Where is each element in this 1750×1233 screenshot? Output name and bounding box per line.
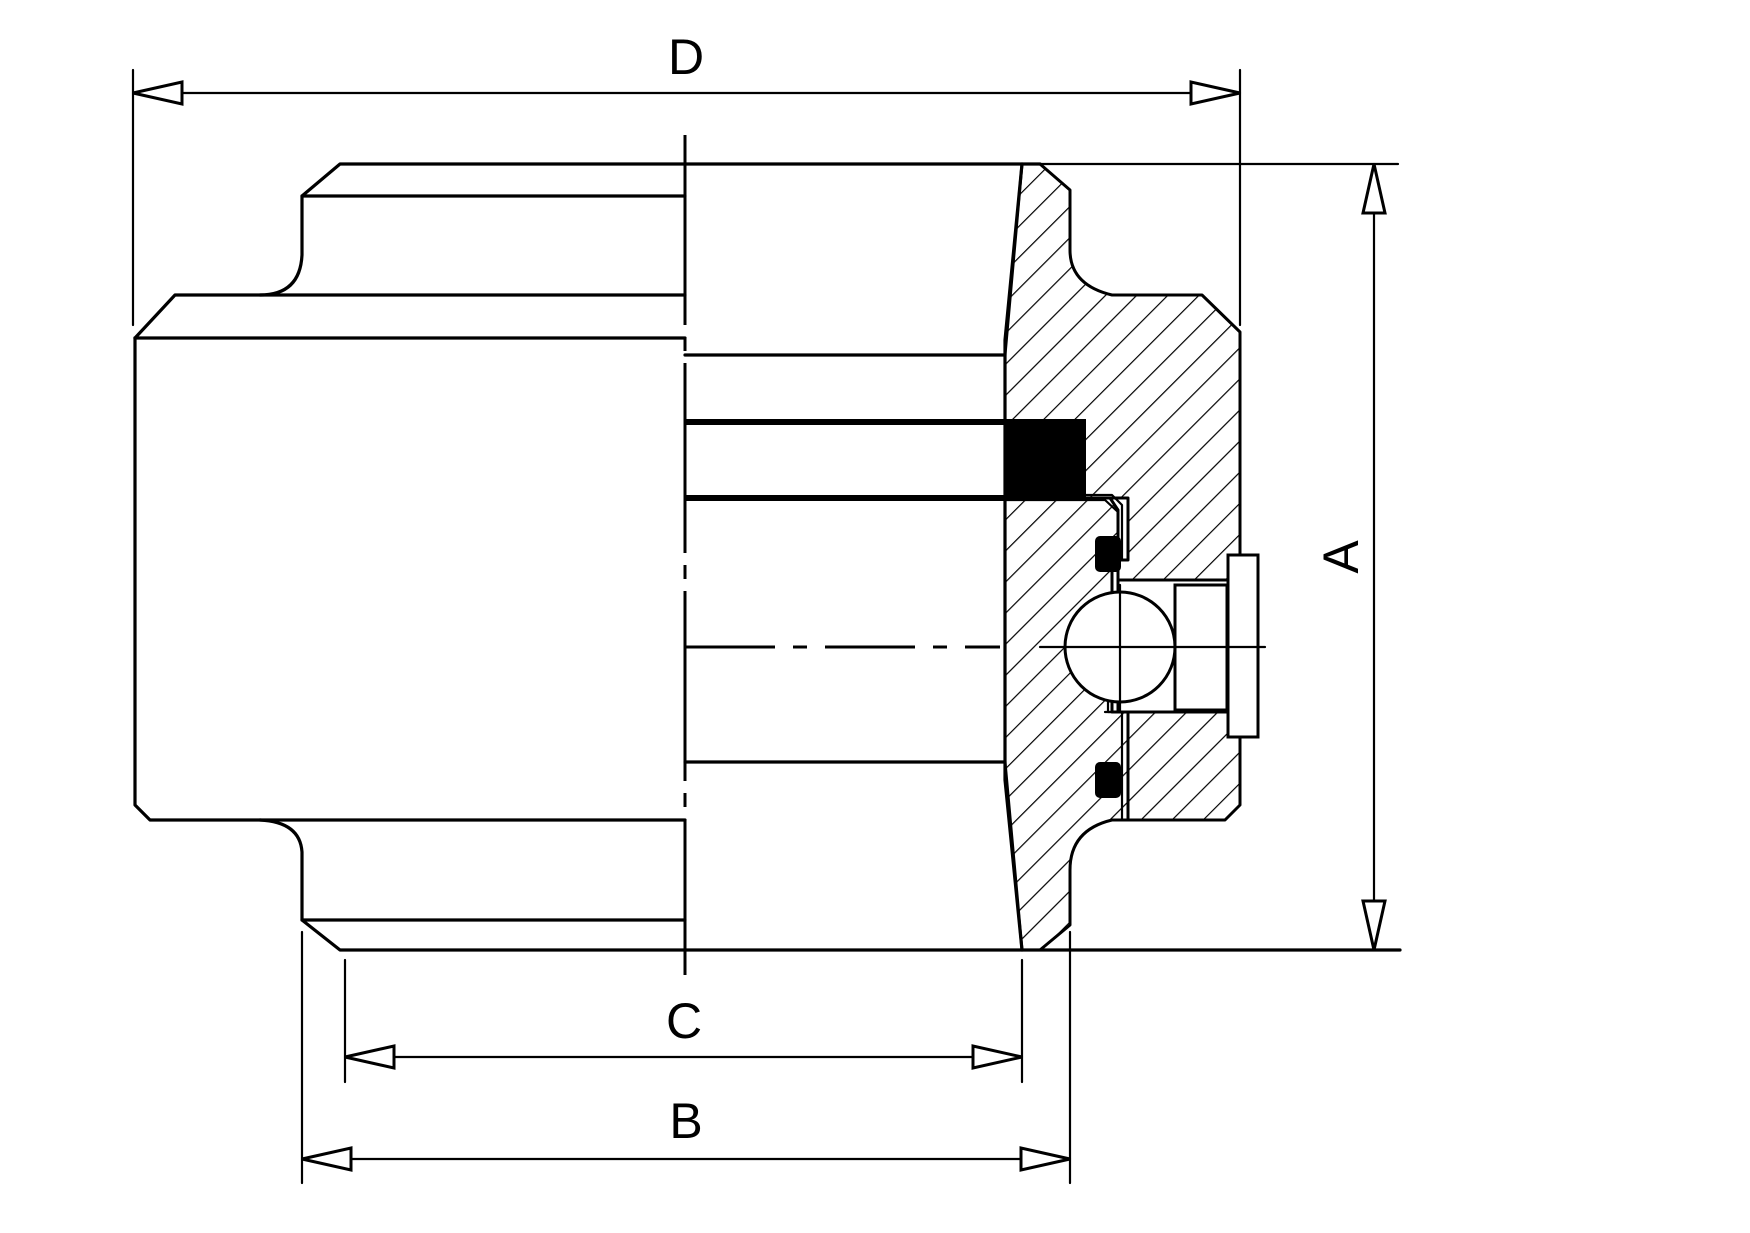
lip-seal (1004, 419, 1086, 501)
dimension-a: A (1038, 162, 1400, 952)
o-ring-upper (1095, 536, 1121, 572)
dimension-label-a: A (1313, 540, 1369, 574)
o-ring-lower (1095, 762, 1121, 798)
dimension-d: D (131, 29, 1242, 327)
dimension-b: B (300, 930, 1072, 1185)
inner-bore-lines (683, 353, 1007, 764)
dimension-label-c: C (666, 993, 702, 1049)
check-ball-assembly (1038, 553, 1267, 739)
dimension-label-b: B (669, 1093, 702, 1149)
left-body-outline (133, 162, 1402, 952)
dimension-label-d: D (668, 29, 704, 85)
dimension-c: C (343, 958, 1024, 1084)
